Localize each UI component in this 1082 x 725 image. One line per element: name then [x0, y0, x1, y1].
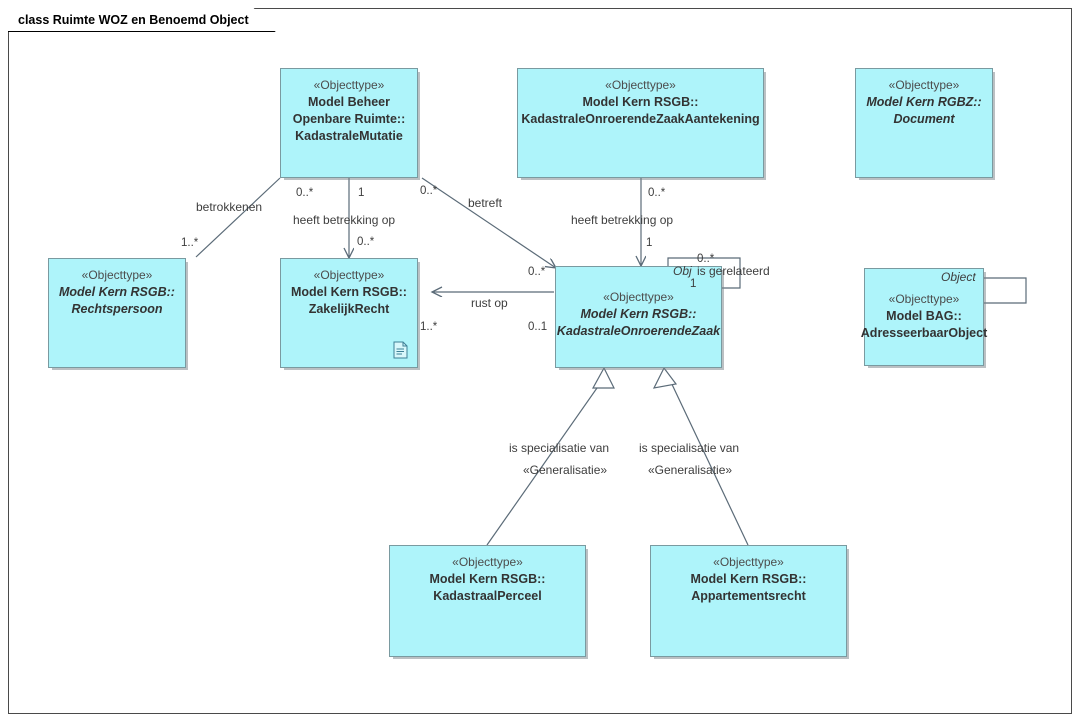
multiplicity-is-gerelateerd-target: 1 — [690, 278, 697, 290]
role-label-is-gerelateerd: Obj — [673, 264, 692, 278]
multiplicity-rust-op-target: 1..* — [420, 321, 438, 333]
connector-label-heeft-betrekking-op-zakelijkrecht: heeft betrekking op — [293, 213, 396, 227]
class-package: Model Beheer — [308, 95, 390, 109]
class-package: Model Kern RSGB:: — [429, 572, 546, 586]
connector-label-betreft: betreft — [468, 196, 503, 210]
class-stereotype: «Objecttype» — [605, 78, 676, 92]
multiplicity-betreft-source: 0..* — [420, 185, 438, 197]
connector-label-heeft-betrekking-op-koz: heeft betrekking op — [571, 213, 674, 227]
class-stereotype: «Objecttype» — [81, 268, 153, 282]
class-kadastrale-mutatie[interactable]: «Objecttype» Model Beheer Openbare Ruimt… — [280, 68, 418, 178]
class-stereotype: «Objecttype» — [713, 555, 784, 569]
connector-label-gen-appartementsrecht: is specialisatie van — [639, 441, 740, 455]
connector-label-rust-op: rust op — [471, 296, 508, 310]
connector-stereotype-gen-kadastraal-perceel: «Generalisatie» — [523, 463, 608, 477]
diagram-title-tab: class Ruimte WOZ en Benoemd Object — [8, 8, 276, 32]
class-stereotype: «Objecttype» — [313, 268, 385, 282]
document-note-icon — [393, 341, 408, 359]
class-stereotype: «Objecttype» — [452, 555, 523, 569]
multiplicity-betreft-target: 0..* — [528, 266, 546, 278]
class-package-line2: Openbare Ruimte:: — [292, 112, 406, 126]
class-name: KadastraleMutatie — [295, 129, 403, 143]
multiplicity-heeft-betrekking-op-target: 0..* — [357, 236, 375, 248]
class-kadastrale-onroerende-zaak[interactable]: «Objecttype» Model Kern RSGB:: Kadastral… — [555, 266, 722, 368]
multiplicity-is-gerelateerd-source: 0..* — [697, 253, 715, 265]
multiplicity-heeft-betrekking-op-koz-source: 0..* — [648, 187, 666, 199]
multiplicity-heeft-betrekking-op-right: 1 — [358, 187, 365, 199]
class-package: Model Kern RSGB:: — [580, 307, 697, 321]
class-appartementsrecht[interactable]: «Objecttype» Model Kern RSGB:: Apparteme… — [650, 545, 847, 657]
class-stereotype: «Objecttype» — [313, 78, 385, 92]
class-stereotype: «Objecttype» — [603, 290, 674, 304]
multiplicity-heeft-betrekking-op-left: 0..* — [296, 187, 314, 199]
connector-label-betrokkenen: betrokkenen — [196, 200, 263, 214]
class-name: ZakelijkRecht — [308, 302, 390, 316]
class-stereotype: «Objecttype» — [888, 78, 960, 92]
class-document[interactable]: «Objecttype» Model Kern RGBZ:: Document — [855, 68, 993, 178]
class-kadastrale-onroerende-zaak-aantekening[interactable]: «Objecttype» Model Kern RSGB:: Kadastral… — [517, 68, 764, 178]
class-package: Model Kern RSGB:: — [59, 285, 175, 299]
class-stereotype: «Objecttype» — [888, 292, 960, 306]
class-zakelijk-recht[interactable]: «Objecttype» Model Kern RSGB:: ZakelijkR… — [280, 258, 418, 368]
class-name: Document — [893, 112, 955, 126]
class-name: Rechtspersoon — [71, 302, 163, 316]
connector-label-is-gerelateerd: is gerelateerd — [697, 264, 770, 278]
class-adresseerbaar-object[interactable]: «Objecttype» Model BAG:: AdresseerbaarOb… — [860, 268, 988, 366]
multiplicity-rust-op-source: 0..1 — [528, 321, 548, 333]
diagram-title: class Ruimte WOZ en Benoemd Object — [18, 12, 249, 27]
multiplicity-heeft-betrekking-op-koz-target: 1 — [646, 237, 653, 249]
multiplicity-betrokkenen-target: 1..* — [181, 237, 199, 249]
connector-label-gen-kadastraal-perceel: is specialisatie van — [509, 441, 610, 455]
class-name: KadastraalPerceel — [433, 589, 542, 603]
class-package: Model Kern RSGB:: — [582, 95, 699, 109]
class-package: Model Kern RGBZ:: — [866, 95, 982, 109]
role-label-adresseerbaar-object: Object — [941, 270, 976, 284]
class-name: KadastraleOnroerendeZaak — [556, 324, 721, 338]
class-package: Model Kern RSGB:: — [291, 285, 407, 299]
class-package: Model BAG:: — [886, 309, 962, 323]
class-name: Appartementsrecht — [691, 589, 806, 603]
connector-stereotype-gen-appartementsrecht: «Generalisatie» — [648, 463, 733, 477]
class-kadastraal-perceel[interactable]: «Objecttype» Model Kern RSGB:: Kadastraa… — [389, 545, 586, 657]
class-rechtspersoon[interactable]: «Objecttype» Model Kern RSGB:: Rechtsper… — [48, 258, 186, 368]
class-name: AdresseerbaarObject — [860, 326, 988, 340]
class-package: Model Kern RSGB:: — [690, 572, 807, 586]
class-name: KadastraleOnroerendeZaakAantekening — [521, 112, 760, 126]
